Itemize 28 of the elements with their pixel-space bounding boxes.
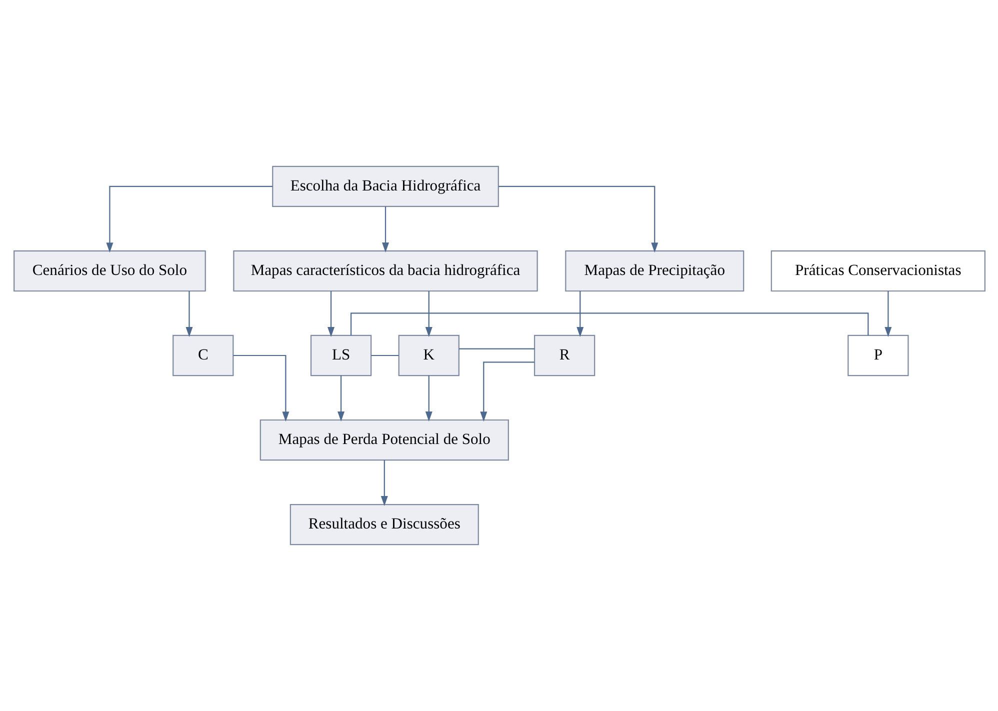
- arrow: [498, 186, 658, 253]
- node-box: P: [847, 334, 908, 376]
- arrow: [424, 376, 432, 422]
- node-box: Cenários de Uso do Solo: [13, 250, 206, 292]
- connector: [458, 348, 534, 350]
- arrow: [327, 291, 334, 337]
- arrow: [424, 291, 432, 337]
- node-box: K: [398, 334, 459, 376]
- node-box: Resultados e Discussões: [289, 504, 478, 546]
- connector: [350, 312, 868, 336]
- arrow: [185, 291, 192, 337]
- arrow: [576, 291, 584, 337]
- node-box: C: [172, 334, 234, 376]
- arrow: [337, 376, 344, 422]
- node-box: Práticas Conservacionistas: [770, 250, 985, 292]
- arrow: [480, 362, 534, 422]
- connector: [370, 354, 398, 356]
- arrow: [232, 354, 289, 422]
- arrow: [106, 186, 272, 253]
- arrow: [380, 460, 388, 506]
- arrow: [382, 206, 389, 252]
- node-box: LS: [310, 334, 372, 376]
- arrow: [884, 291, 892, 337]
- node-box: R: [533, 334, 595, 376]
- node-box: Mapas de Perda Potencial de Solo: [259, 419, 508, 461]
- node-box: Mapas de Precipitação: [564, 250, 744, 292]
- node-box: Mapas característicos da bacia hidrográfica: [232, 250, 538, 292]
- node-box: Escolha da Bacia Hidrográfica: [272, 166, 498, 208]
